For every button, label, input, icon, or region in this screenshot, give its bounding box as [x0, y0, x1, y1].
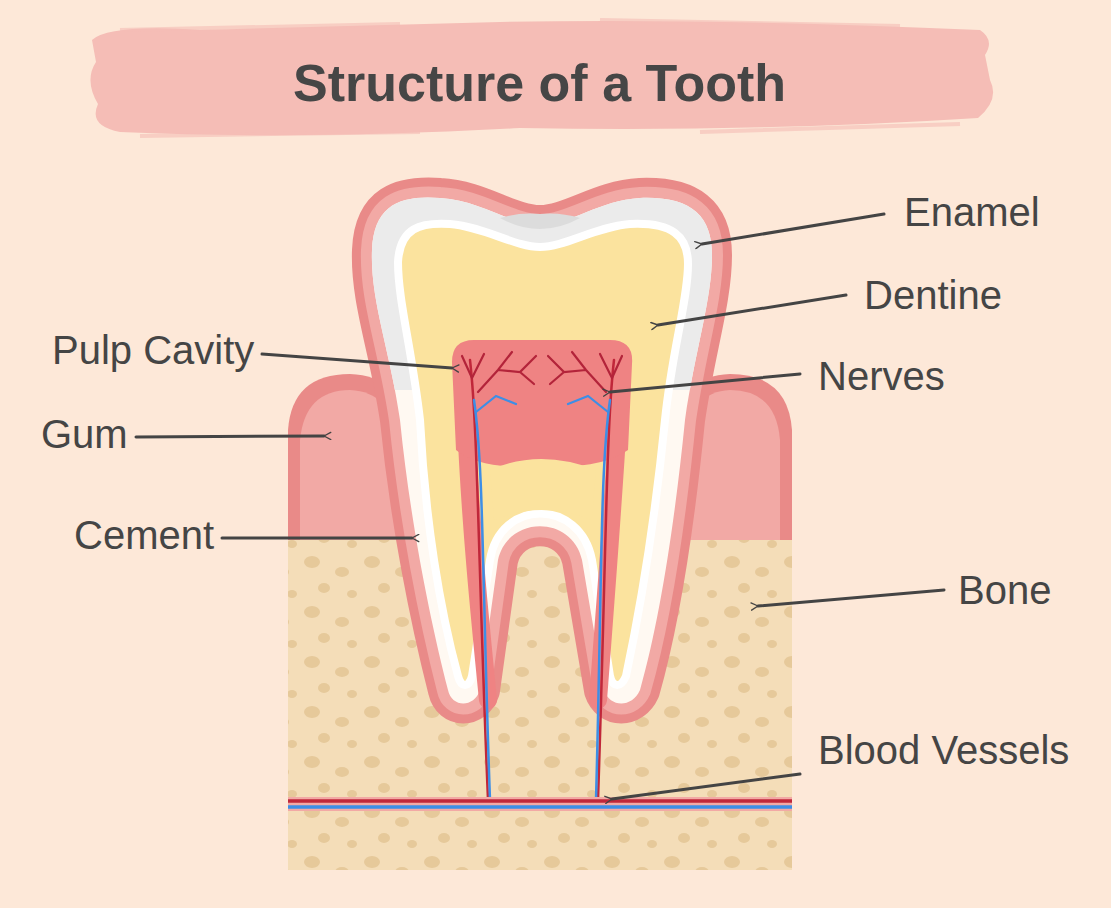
part-label: Enamel: [904, 190, 1040, 234]
part-label: Gum: [41, 412, 128, 456]
part-label: Blood Vessels: [818, 728, 1069, 772]
part-label: Cement: [74, 513, 214, 557]
title: Structure of a Tooth: [293, 55, 786, 112]
leader-lines: [136, 214, 944, 799]
part-label: Dentine: [864, 273, 1002, 317]
title-brush: [90, 21, 993, 135]
dentine: [398, 224, 688, 685]
part-label: Nerves: [818, 354, 945, 398]
part-label: Pulp Cavity: [52, 328, 254, 372]
tooth: [372, 198, 712, 704]
part-label: Bone: [958, 568, 1051, 612]
